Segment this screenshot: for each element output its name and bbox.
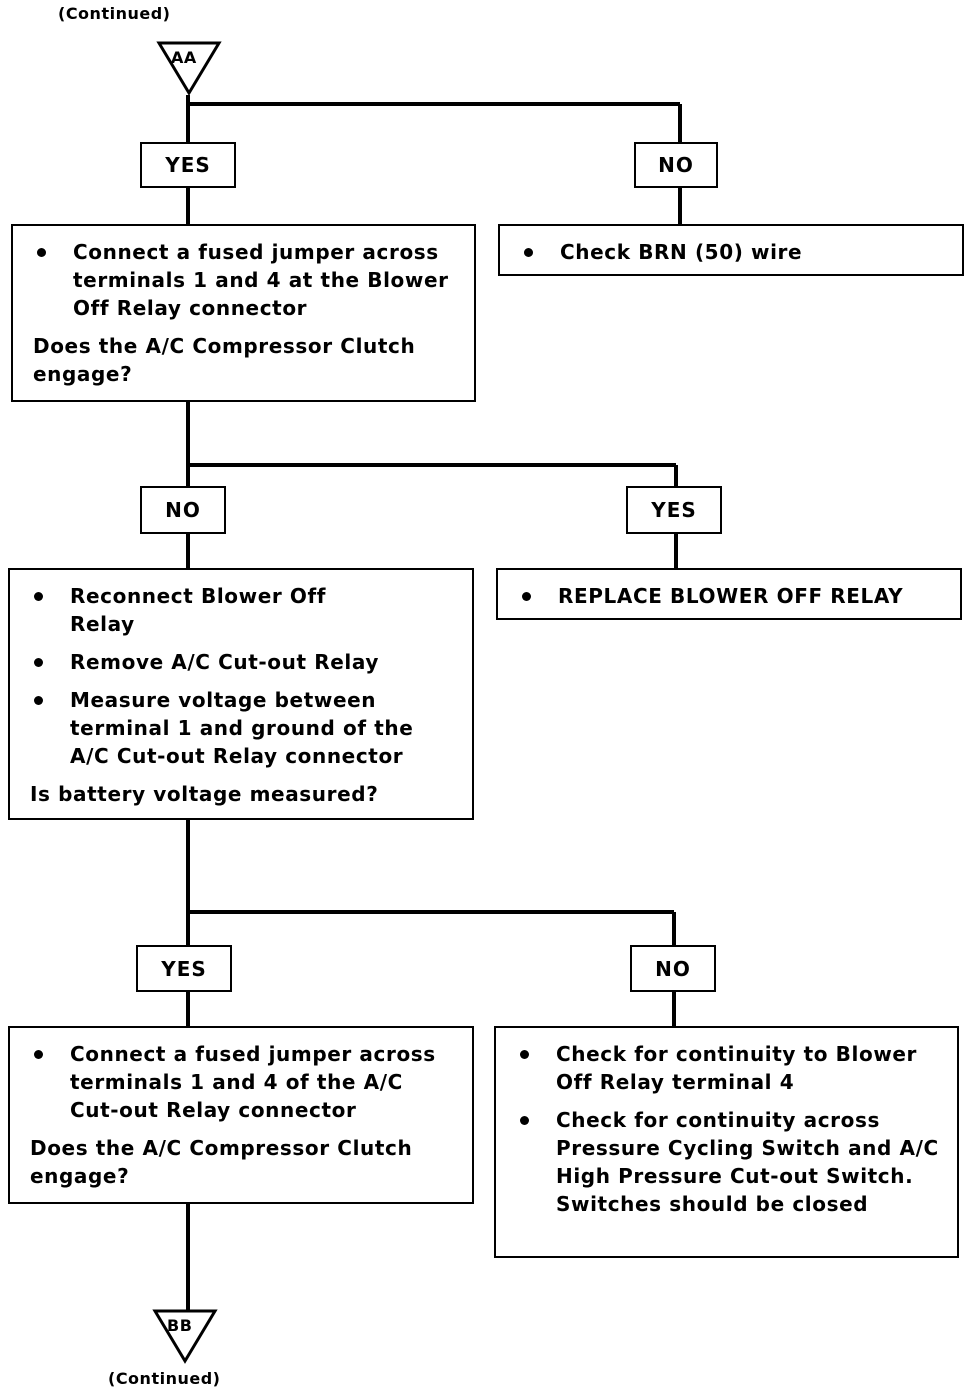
branch2-yes-label: YES bbox=[651, 498, 697, 522]
step2-item: Reconnect Blower Off Relay bbox=[30, 582, 454, 638]
branch1-yes-label: YES bbox=[165, 153, 211, 177]
step3-box: Connect a fused jumper across terminals … bbox=[8, 1026, 474, 1204]
step2-question: Is battery voltage measured? bbox=[30, 782, 379, 806]
bullet-icon bbox=[522, 592, 531, 601]
bullet-icon bbox=[34, 1050, 43, 1059]
bullet-icon bbox=[37, 248, 46, 257]
branch2-no-box: NO bbox=[140, 486, 226, 534]
branch2-yes-box: YES bbox=[626, 486, 722, 534]
connector-bb-label: BB bbox=[167, 1316, 193, 1335]
bullet-icon bbox=[520, 1116, 529, 1125]
branch1-no-box: NO bbox=[634, 142, 718, 188]
branch2-no-label: NO bbox=[165, 498, 201, 522]
branch3-no-box: NO bbox=[630, 945, 716, 992]
bottom-continued-label: (Continued) bbox=[108, 1369, 221, 1388]
step3-no-item: Check for continuity across Pressure Cyc… bbox=[516, 1106, 939, 1218]
step1-box: Connect a fused jumper across terminals … bbox=[11, 224, 476, 402]
step3-item: Connect a fused jumper across terminals … bbox=[30, 1040, 454, 1124]
bullet-icon bbox=[34, 592, 43, 601]
branch3-no-label: NO bbox=[655, 956, 691, 981]
bullet-icon bbox=[520, 1050, 529, 1059]
branch1-no-label: NO bbox=[658, 153, 694, 177]
connector-bb-triangle bbox=[152, 1309, 218, 1364]
step2-yes-box: REPLACE BLOWER OFF RELAY bbox=[496, 568, 962, 620]
bullet-icon bbox=[524, 248, 533, 257]
step1-item: Connect a fused jumper across terminals … bbox=[33, 238, 456, 322]
bullet-icon bbox=[34, 658, 43, 667]
step1-no-item: Check BRN (50) wire bbox=[520, 238, 944, 266]
step2-item: Measure voltage between terminal 1 and g… bbox=[30, 686, 454, 770]
step3-question: Does the A/C Compressor Clutch engage? bbox=[30, 1136, 413, 1188]
branch1-yes-box: YES bbox=[140, 142, 236, 188]
branch3-yes-label: YES bbox=[161, 956, 207, 981]
step3-no-box: Check for continuity to Blower Off Relay… bbox=[494, 1026, 959, 1258]
step1-no-box: Check BRN (50) wire bbox=[498, 224, 964, 276]
connector-aa-triangle bbox=[156, 41, 222, 96]
connector-aa-label: AA bbox=[171, 48, 197, 67]
bullet-icon bbox=[34, 696, 43, 705]
step2-box: Reconnect Blower Off Relay Remove A/C Cu… bbox=[8, 568, 474, 820]
step2-item: Remove A/C Cut-out Relay bbox=[30, 648, 454, 676]
top-continued-label: (Continued) bbox=[58, 4, 171, 23]
step2-yes-item: REPLACE BLOWER OFF RELAY bbox=[518, 582, 942, 610]
step3-no-item: Check for continuity to Blower Off Relay… bbox=[516, 1040, 939, 1096]
branch3-yes-box: YES bbox=[136, 945, 232, 992]
step1-question: Does the A/C Compressor Clutch engage? bbox=[33, 334, 416, 386]
